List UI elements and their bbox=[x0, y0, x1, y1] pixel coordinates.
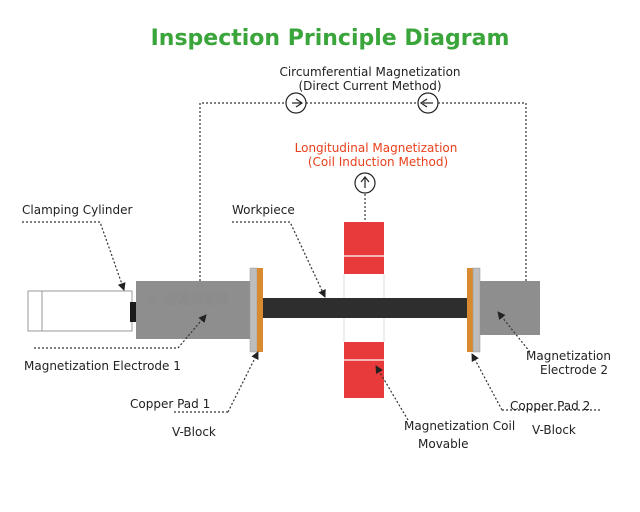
v-block-right bbox=[472, 267, 481, 353]
magnetization-electrode-2 bbox=[480, 281, 540, 335]
magnetization-electrode-1 bbox=[136, 281, 250, 339]
workpiece bbox=[263, 298, 467, 318]
label-movable: Movable bbox=[418, 437, 468, 451]
leader-copper-pad-1 bbox=[227, 351, 259, 413]
label-magnetization-coil: Magnetization Coil bbox=[404, 419, 515, 433]
svg-text:宏達探傷機: 宏達探傷機 bbox=[164, 292, 229, 308]
clamping-cylinder-rod bbox=[41, 290, 133, 332]
leader-magnetization-coil bbox=[375, 365, 409, 421]
label-v-block-right: V-Block bbox=[532, 423, 576, 437]
label-copper-pad-2: Copper Pad 2 bbox=[510, 399, 590, 413]
coil-bottom-white-band bbox=[344, 318, 384, 342]
leader-workpiece bbox=[232, 221, 326, 298]
clamping-cylinder-tip bbox=[130, 302, 136, 322]
diagram-title: Inspection Principle Diagram bbox=[151, 26, 510, 51]
copper-pad-1 bbox=[257, 268, 263, 352]
longitudinal-direction-icon bbox=[354, 172, 376, 194]
magnetization-coil-top bbox=[344, 222, 384, 274]
label-workpiece: Workpiece bbox=[232, 203, 295, 217]
leader-electrode-2 bbox=[497, 311, 531, 353]
circumferential-label-line1: Circumferential Magnetization bbox=[279, 65, 460, 79]
watermark-logo: ⊿ 宏達探傷機 bbox=[146, 292, 229, 308]
longitudinal-label-line2: (Coil Induction Method) bbox=[308, 155, 448, 169]
copper-pad-2 bbox=[467, 268, 473, 352]
coil-top-white-band bbox=[344, 274, 384, 298]
longitudinal-label-line1: Longitudinal Magnetization bbox=[295, 141, 458, 155]
label-electrode-2-line1: Magnetization bbox=[526, 349, 611, 363]
svg-text:⊿: ⊿ bbox=[146, 292, 157, 307]
current-direction-left-icon bbox=[285, 92, 307, 114]
label-copper-pad-1: Copper Pad 1 bbox=[130, 397, 210, 411]
label-electrode-2-line2: Electrode 2 bbox=[540, 363, 608, 377]
leader-clamping-cylinder bbox=[22, 221, 126, 291]
magnetization-coil-bottom bbox=[344, 342, 384, 398]
label-clamping-cylinder: Clamping Cylinder bbox=[22, 203, 132, 217]
label-electrode-1: Magnetization Electrode 1 bbox=[24, 359, 181, 373]
v-block-left bbox=[249, 267, 258, 353]
current-direction-right-icon bbox=[417, 92, 439, 114]
leader-copper-pad-2 bbox=[471, 353, 503, 411]
label-v-block-left: V-Block bbox=[172, 425, 216, 439]
circumferential-label-line2: (Direct Current Method) bbox=[299, 79, 442, 93]
leader-electrode-1 bbox=[34, 314, 207, 349]
